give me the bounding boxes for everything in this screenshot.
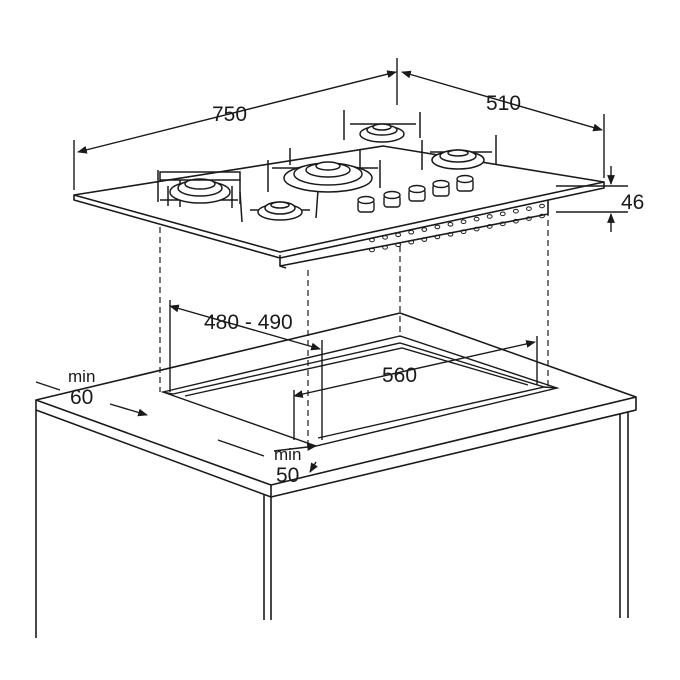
label-cutout-width: 560 (382, 364, 417, 387)
burner-center (267, 148, 381, 193)
knob-5 (456, 174, 474, 192)
vent-hole (460, 219, 467, 224)
label-min-front-value: 50 (276, 464, 299, 487)
dimension-labels: 750 510 46 480 - 490 560 min 60 min 50 (68, 92, 644, 487)
label-min-back: min (68, 367, 95, 386)
burner-front-left (157, 170, 241, 208)
burner-front-small (239, 189, 319, 223)
vent-hole (421, 227, 428, 232)
vent-hole (486, 224, 493, 229)
knob-3 (408, 184, 426, 202)
vent-holes (369, 203, 545, 253)
vent-hole (408, 239, 415, 245)
knob-2 (383, 190, 401, 208)
vent-hole (447, 232, 454, 237)
control-knobs (357, 174, 474, 213)
vent-hole (382, 245, 388, 250)
vent-hole (499, 221, 506, 227)
vent-hole (382, 235, 388, 240)
vent-hole (499, 211, 506, 217)
label-min-front: min (274, 445, 301, 464)
vent-hole (473, 216, 480, 222)
vent-hole (408, 229, 415, 235)
vent-hole (486, 214, 493, 219)
vent-hole (395, 242, 402, 248)
label-cutout-depth: 480 - 490 (204, 311, 293, 334)
label-depth-510: 510 (486, 92, 521, 115)
projection-lines (159, 210, 549, 444)
label-min-back-value: 60 (70, 386, 93, 409)
vent-hole (526, 206, 532, 211)
vent-hole (526, 216, 532, 221)
burner-right (421, 135, 497, 170)
label-height-46: 46 (621, 191, 644, 214)
vent-hole (447, 222, 454, 227)
knob-1 (357, 195, 375, 213)
vent-hole (369, 247, 375, 253)
vent-hole (512, 208, 519, 214)
label-width-750: 750 (212, 103, 247, 126)
vent-hole (434, 224, 441, 230)
vent-hole (473, 226, 480, 232)
vent-hole (460, 229, 467, 234)
vent-hole (539, 213, 545, 219)
burner-rear (343, 110, 421, 143)
vent-hole (434, 234, 441, 240)
vent-hole (512, 218, 519, 224)
vent-hole (395, 232, 402, 238)
vent-hole (421, 237, 428, 242)
vent-hole (369, 237, 375, 243)
knob-4 (432, 179, 450, 197)
vent-hole (539, 203, 545, 209)
dimension-lines (35, 58, 628, 473)
